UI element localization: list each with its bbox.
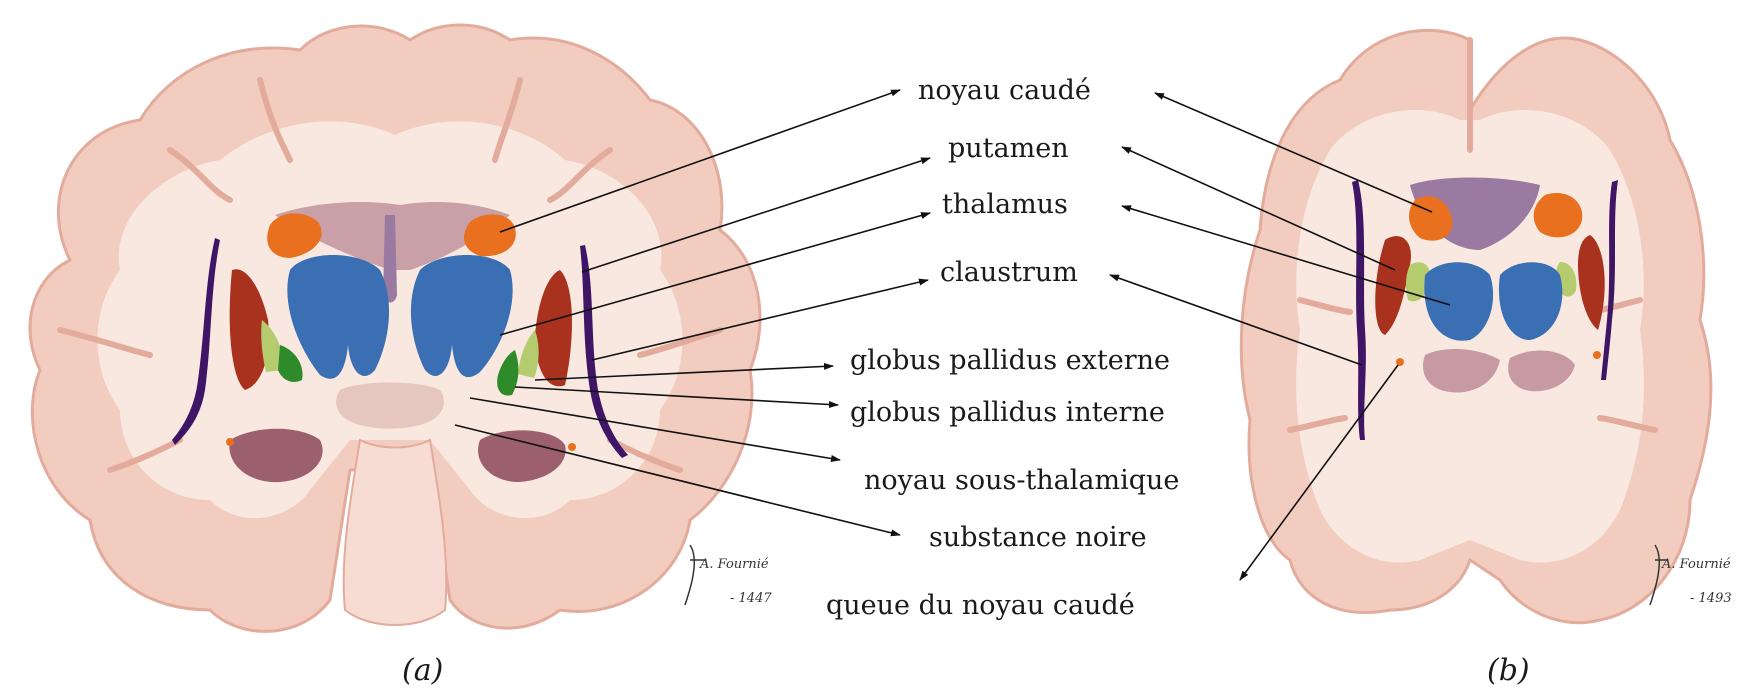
signature-b-year: - 1493 bbox=[1690, 591, 1732, 606]
label-noyau-caude: noyau caudé bbox=[918, 75, 1091, 106]
axial-brain-section: A. Fournié - 1493 bbox=[1241, 30, 1731, 622]
signature-b-name: A. Fournié bbox=[1661, 557, 1731, 572]
label-globus-pallidus-externe: globus pallidus externe bbox=[850, 345, 1170, 376]
label-substance-noire: substance noire bbox=[929, 522, 1147, 553]
caption-b: (b) bbox=[1487, 653, 1530, 688]
subthalamic-region-a bbox=[336, 383, 444, 429]
caption-a: (a) bbox=[402, 653, 443, 688]
label-noyau-sous-thalamique: noyau sous-thalamique bbox=[864, 465, 1179, 496]
label-globus-pallidus-interne: globus pallidus interne bbox=[850, 397, 1165, 428]
brainstem-a bbox=[344, 440, 447, 625]
label-queue-du-noyau-caude: queue du noyau caudé bbox=[826, 590, 1135, 621]
label-thalamus: thalamus bbox=[942, 189, 1068, 220]
structure-labels: noyau caudé putamen thalamus claustrum g… bbox=[826, 75, 1179, 621]
label-putamen: putamen bbox=[948, 133, 1069, 164]
signature-a: A. Fournié - 1447 bbox=[685, 545, 772, 606]
signature-a-year: - 1447 bbox=[730, 591, 772, 606]
coronal-brain-section: A. Fournié - 1447 bbox=[30, 25, 772, 631]
label-claustrum: claustrum bbox=[940, 257, 1078, 288]
signature-a-name: A. Fournié bbox=[699, 557, 769, 572]
caudate-right-b bbox=[1534, 193, 1583, 237]
